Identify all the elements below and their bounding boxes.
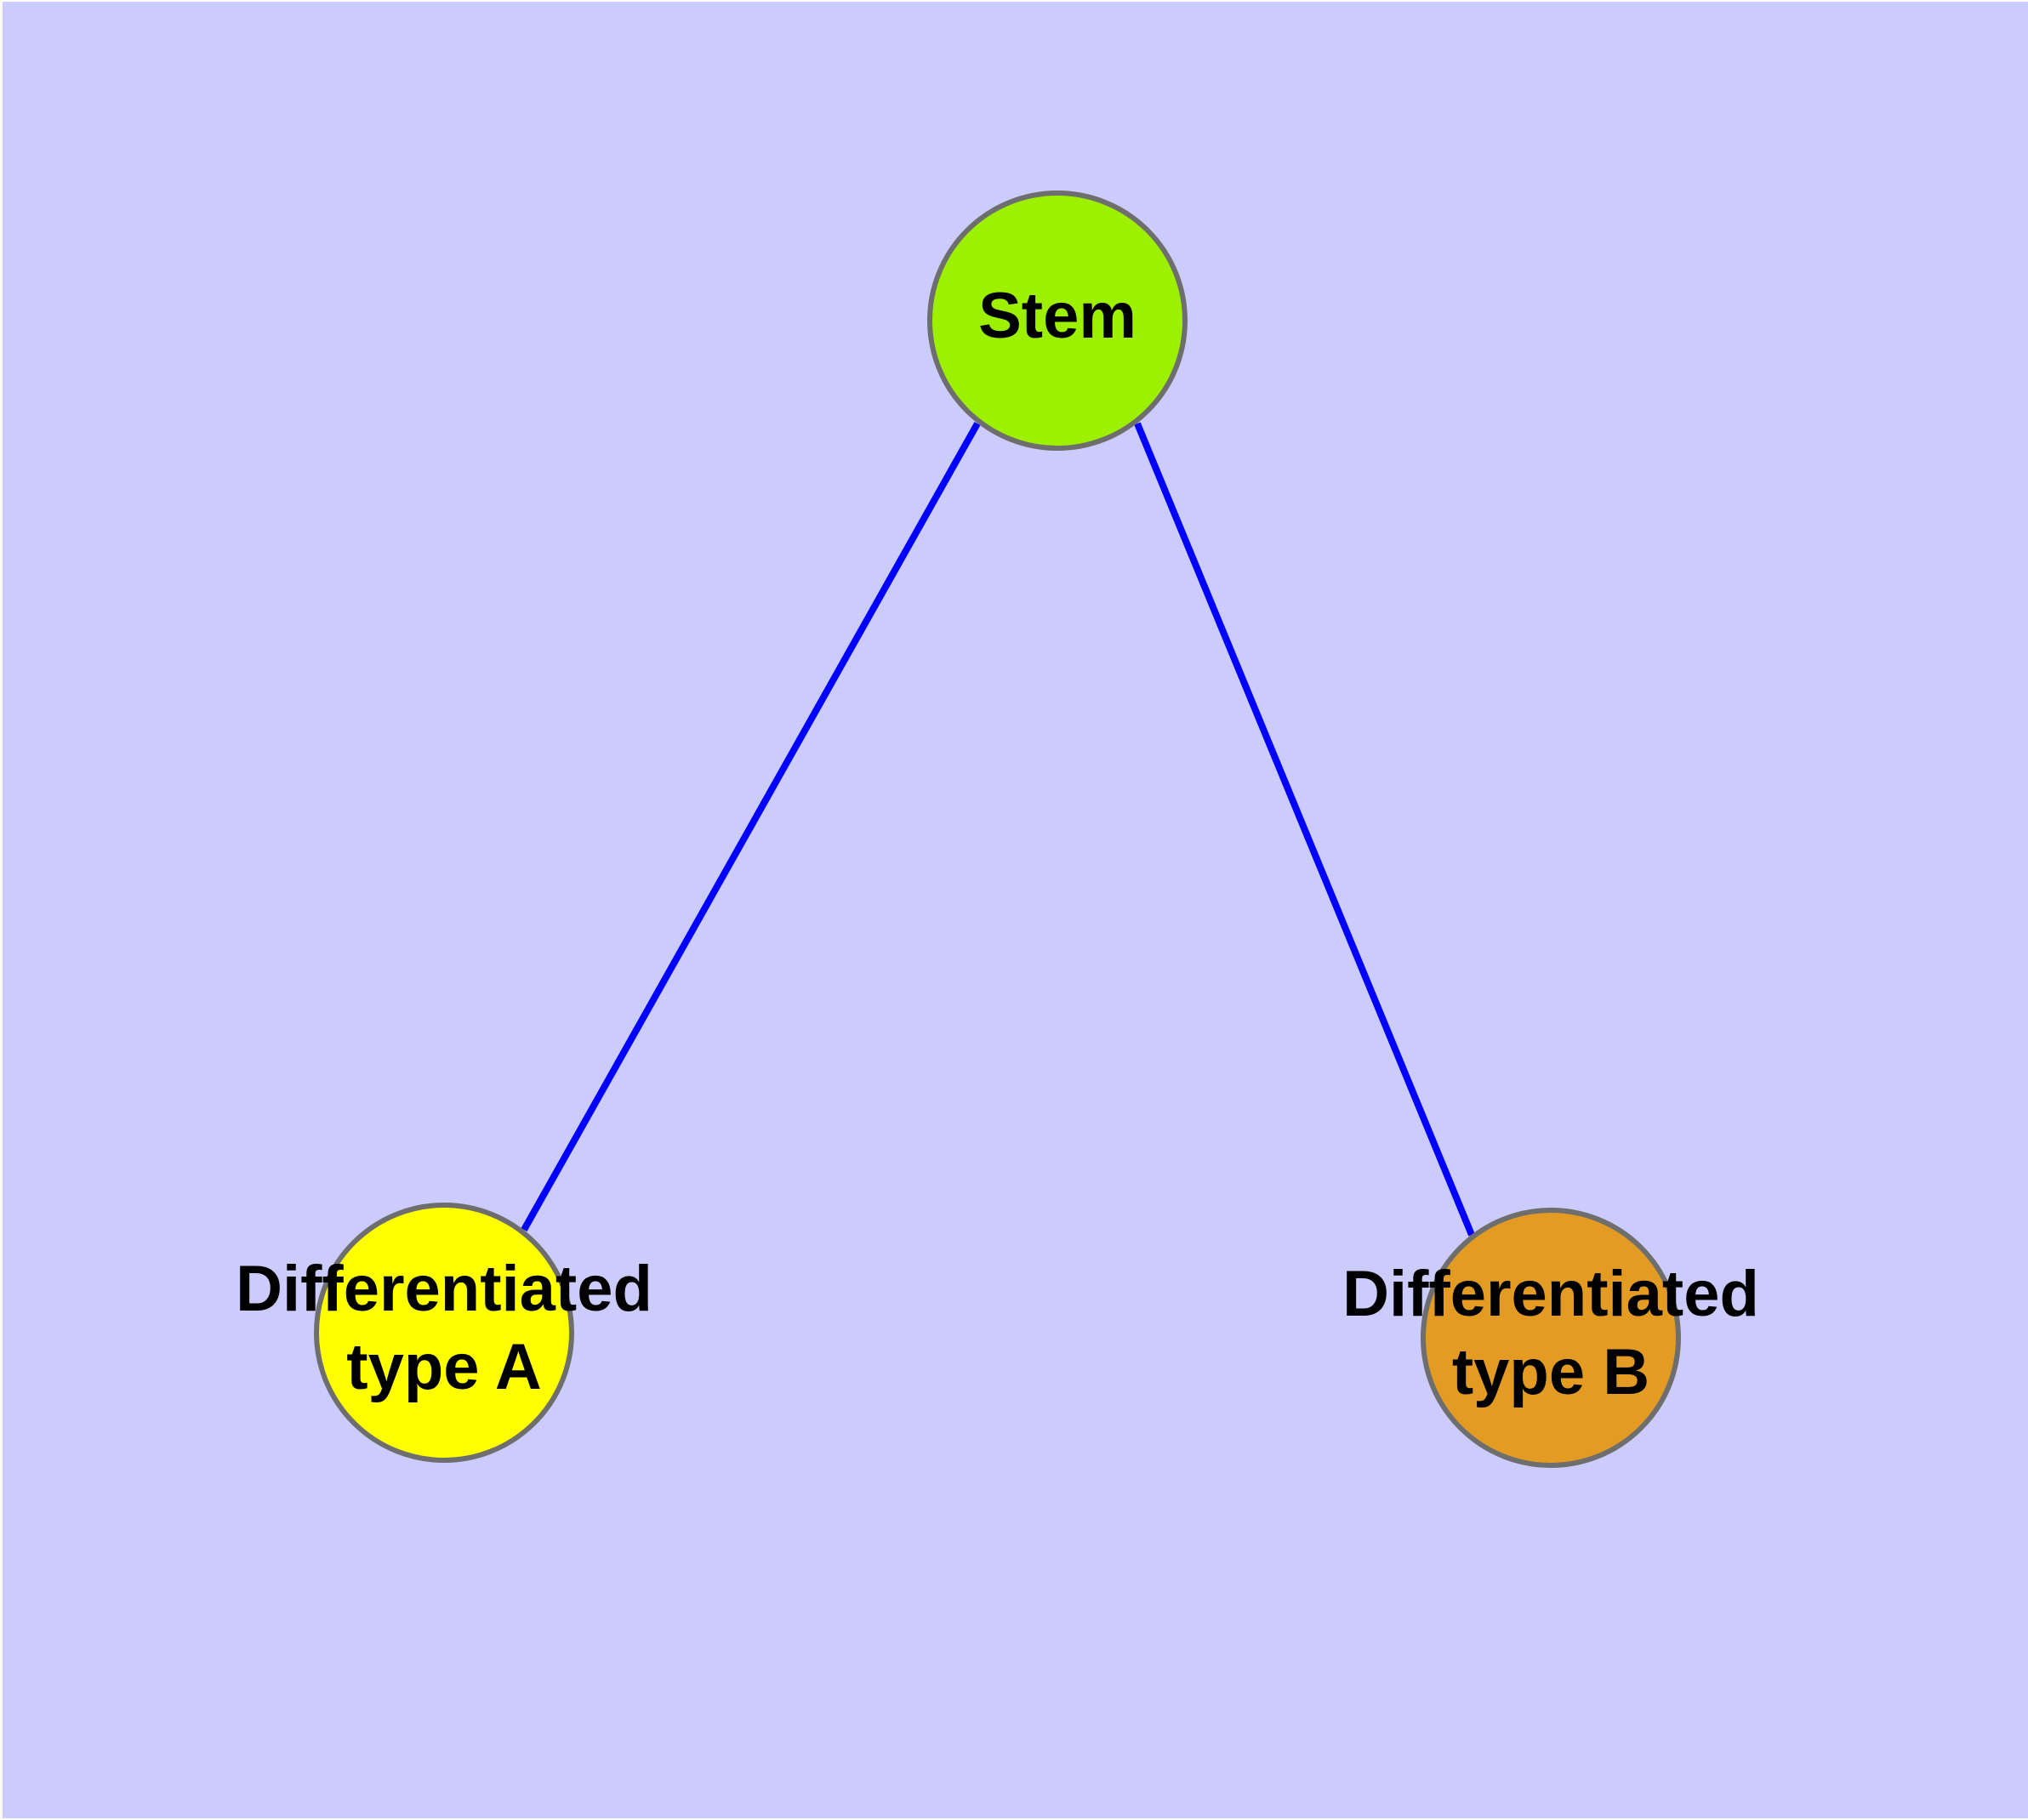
node-label-line: Differentiated (236, 1253, 652, 1325)
edge-stem-to-diff-b (1134, 422, 1475, 1237)
node-label-line: type A (346, 1331, 541, 1403)
node-stem[interactable] (927, 191, 1188, 451)
edge-stem-to-diff-a (521, 422, 981, 1231)
node-label-line: Stem (978, 280, 1136, 352)
node-diff-b[interactable] (1421, 1208, 1681, 1468)
edges-layer (521, 422, 1475, 1237)
node-label-stem: Stem (978, 280, 1136, 352)
node-diff-a[interactable] (314, 1203, 574, 1463)
nodes-layer (314, 191, 1681, 1468)
node-label-line: Differentiated (1342, 1258, 1759, 1330)
node-label-line: type B (1452, 1336, 1649, 1408)
